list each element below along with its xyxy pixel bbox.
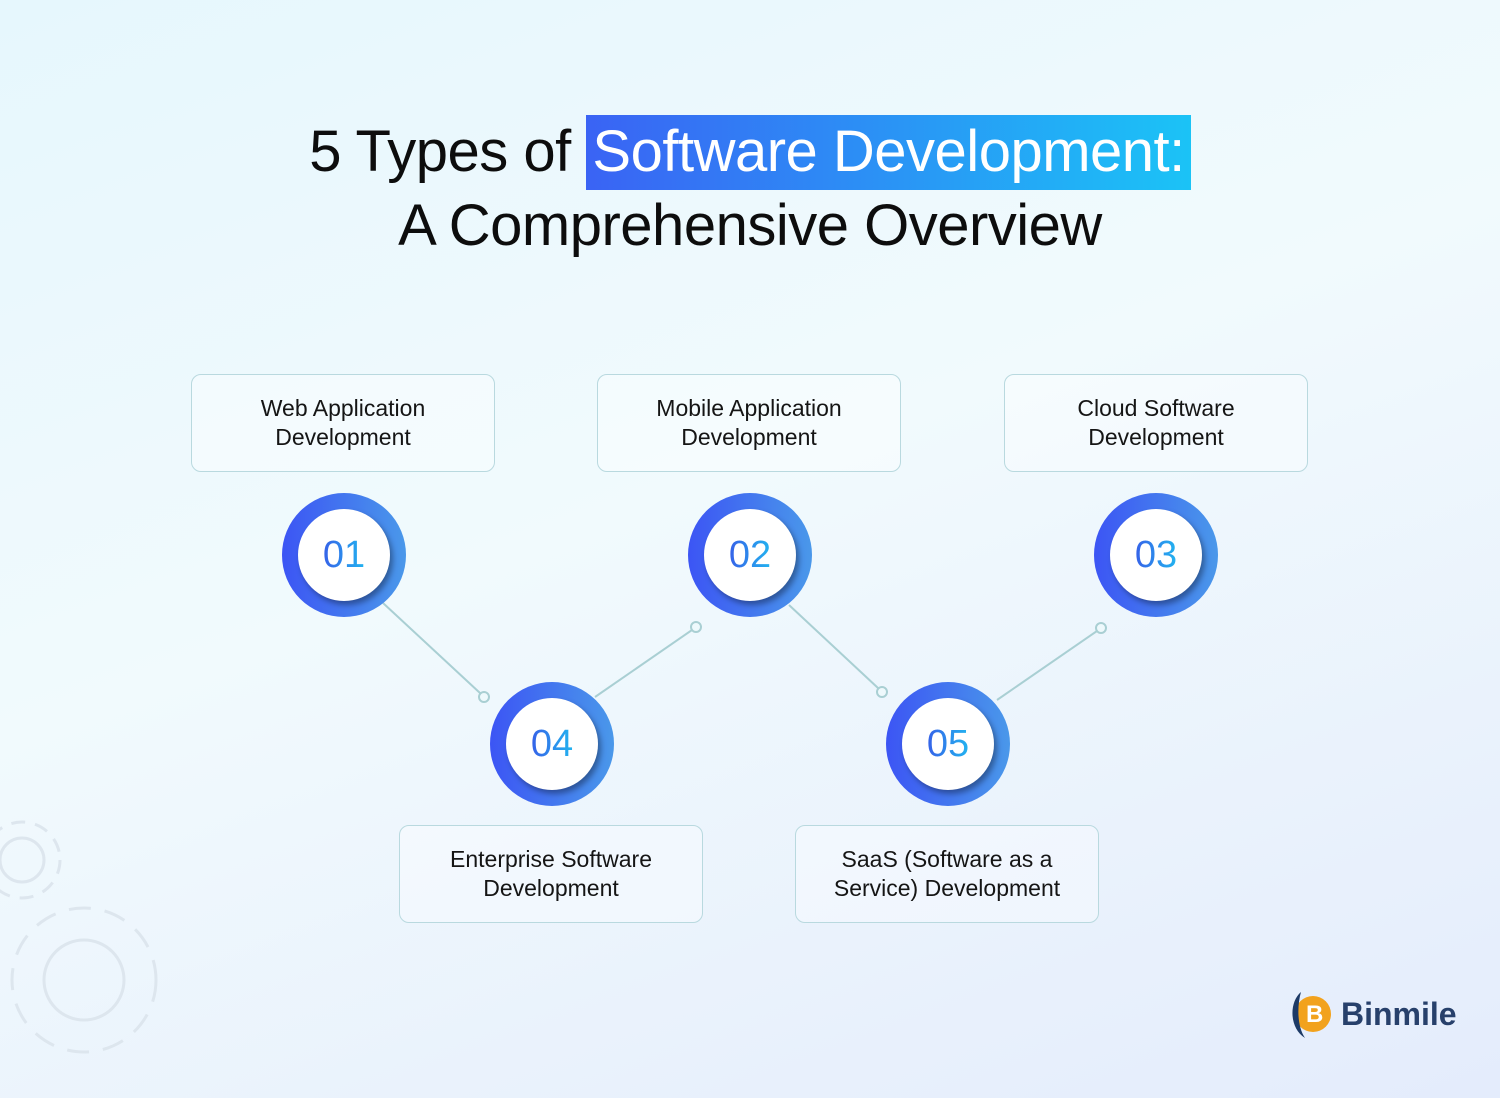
- connector-dot: [876, 686, 888, 698]
- number-label: 02: [728, 533, 772, 576]
- title-line-1: 5 Types of Software Development:: [0, 115, 1500, 190]
- number-label: 05: [926, 722, 970, 765]
- number-badge-05: 05: [886, 682, 1010, 806]
- brand-logo: B Binmile: [1287, 988, 1457, 1040]
- title-highlight: Software Development:: [586, 115, 1191, 190]
- title-prefix: 5 Types of: [309, 119, 571, 184]
- brand-name: Binmile: [1341, 995, 1457, 1032]
- number-badge-01: 01: [282, 493, 406, 617]
- connector-dot: [690, 621, 702, 633]
- number-label: 01: [322, 533, 366, 576]
- number-label: 03: [1134, 533, 1178, 576]
- number-badge-02: 02: [688, 493, 812, 617]
- connector-05-03: [996, 630, 1098, 701]
- type-box-mobile: Mobile Application Development: [597, 374, 901, 472]
- type-box-enterprise: Enterprise Software Development: [399, 825, 703, 923]
- svg-text:B: B: [1306, 1001, 1323, 1028]
- connector-dot: [1095, 622, 1107, 634]
- title-line-2: A Comprehensive Overview: [398, 193, 1102, 258]
- number-label: 04: [530, 722, 574, 765]
- connector-dot: [478, 691, 490, 703]
- gear-icon: [0, 820, 158, 1054]
- connector-04-02: [594, 629, 693, 698]
- type-box-cloud: Cloud Software Development: [1004, 374, 1308, 472]
- binmile-logo-icon: B: [1292, 992, 1331, 1038]
- connector-02-05: [788, 604, 879, 689]
- type-box-web: Web Application Development: [191, 374, 495, 472]
- type-box-saas: SaaS (Software as a Service) Development: [795, 825, 1099, 923]
- connector-01-04: [382, 602, 481, 694]
- number-badge-04: 04: [490, 682, 614, 806]
- number-badge-03: 03: [1094, 493, 1218, 617]
